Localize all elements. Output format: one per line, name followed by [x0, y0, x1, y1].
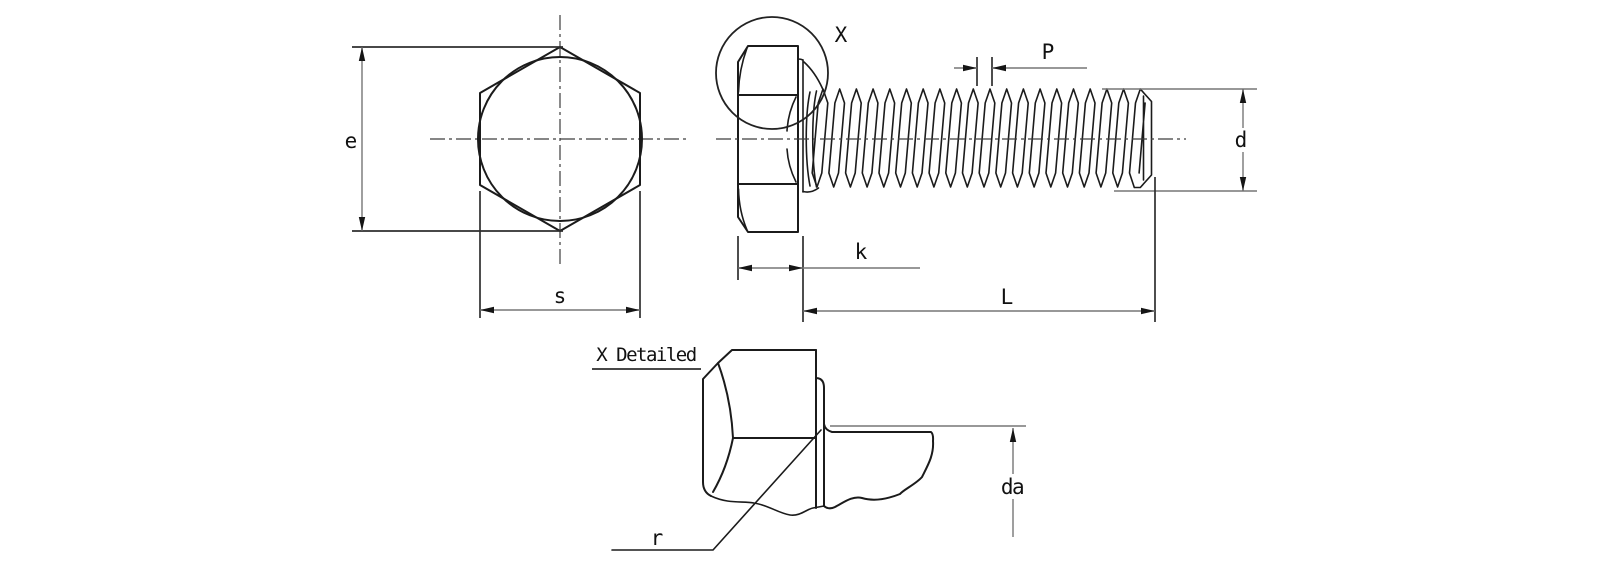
detail-head-outline: [702, 349, 817, 497]
dimension-da: da: [830, 425, 1028, 537]
detail-callout: X: [715, 16, 848, 130]
fillet-leader-line: [611, 429, 822, 551]
detail-washer-face: [815, 377, 825, 507]
end-chamfer: [1128, 88, 1153, 189]
dimension-s: s: [479, 191, 641, 318]
label-s: s: [554, 284, 567, 308]
head-chamfer-arc: [786, 96, 797, 132]
detail-chamfer-arc: [717, 362, 734, 439]
detail-view: X Detailed r da: [592, 344, 1028, 551]
thread-profile: [811, 88, 1130, 188]
dimension-k: k: [737, 236, 920, 322]
fillet-flare-bottom: [802, 187, 820, 193]
dimension-d: d: [1102, 88, 1257, 192]
thread-runout: [805, 91, 811, 187]
label-r: r: [651, 526, 664, 550]
hex-head-side-outline: [737, 45, 799, 233]
dimension-p: P: [954, 40, 1087, 86]
detail-chamfer-arc: [712, 437, 734, 493]
dimension-e: e: [345, 46, 563, 232]
label-x-callout: X: [835, 23, 848, 47]
washer-face-corner: [797, 58, 804, 61]
label-da: da: [1001, 475, 1023, 499]
chamfer-circle: [477, 56, 643, 222]
head-chamfer-arc: [786, 148, 797, 183]
detail-view-title: X Detailed: [596, 344, 695, 366]
label-p: P: [1042, 40, 1055, 64]
detail-shank-break: [823, 423, 935, 510]
thread-runout: [811, 90, 818, 188]
label-d: d: [1235, 128, 1248, 152]
dimension-l: L: [803, 177, 1156, 322]
fillet-flare-top: [803, 61, 824, 90]
detail-break-line: [710, 495, 825, 516]
hex-head-front-view: [430, 15, 690, 268]
label-l: L: [1001, 285, 1014, 309]
label-e: e: [345, 129, 358, 153]
head-chamfer-arc: [737, 47, 748, 93]
label-k: k: [855, 240, 868, 264]
callout-circle: [715, 16, 829, 130]
head-chamfer-arc: [737, 188, 748, 231]
bolt-side-view: [716, 45, 1186, 233]
